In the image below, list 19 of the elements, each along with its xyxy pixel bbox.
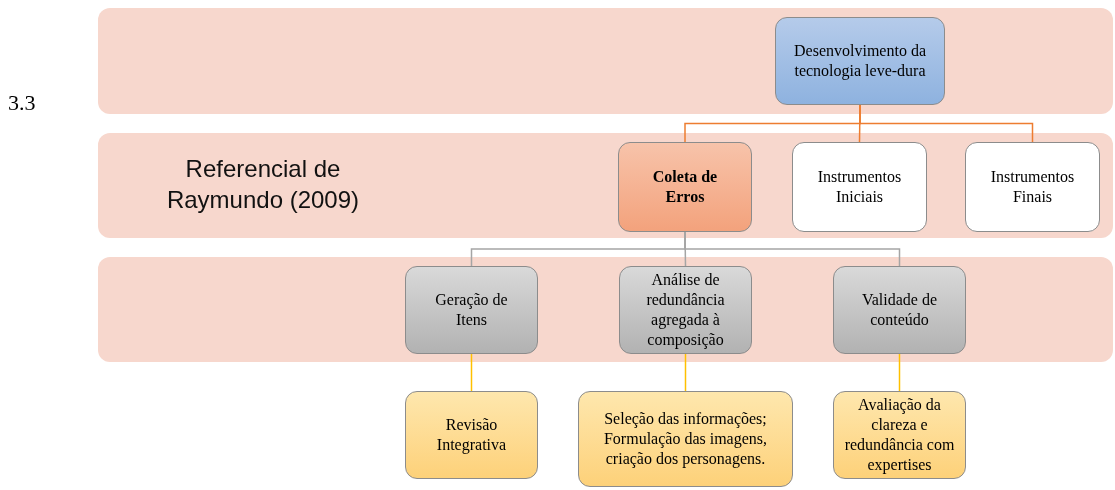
connector-line bbox=[470, 353, 473, 392]
band-title: Referencial de Raymundo (2009) bbox=[165, 154, 361, 215]
band-background bbox=[98, 257, 1113, 362]
process-box: Revisão Integrativa bbox=[405, 391, 538, 479]
connector-line bbox=[859, 104, 1034, 143]
connector-line bbox=[898, 353, 901, 392]
process-box: Instrumentos Finais bbox=[965, 142, 1100, 232]
process-box: Seleção das informações; Formulação das imagens, criação dos personagens. bbox=[578, 391, 793, 487]
process-box: Geração de Itens bbox=[405, 266, 538, 354]
connector-line bbox=[684, 353, 687, 392]
band-background bbox=[98, 8, 1113, 114]
process-box: Coleta de Erros bbox=[618, 142, 752, 232]
band-background bbox=[98, 133, 1113, 238]
process-box: Desenvolvimento da tecnologia leve-dura bbox=[775, 17, 945, 105]
process-box: Análise de redundância agregada à composição bbox=[619, 266, 752, 354]
process-box: Instrumentos Iniciais bbox=[792, 142, 927, 232]
process-box: Validade de conteúdo bbox=[833, 266, 966, 354]
section-number: 3.3 bbox=[8, 89, 36, 117]
process-box: Avaliação da clareza e redundância com expertises bbox=[833, 391, 966, 479]
